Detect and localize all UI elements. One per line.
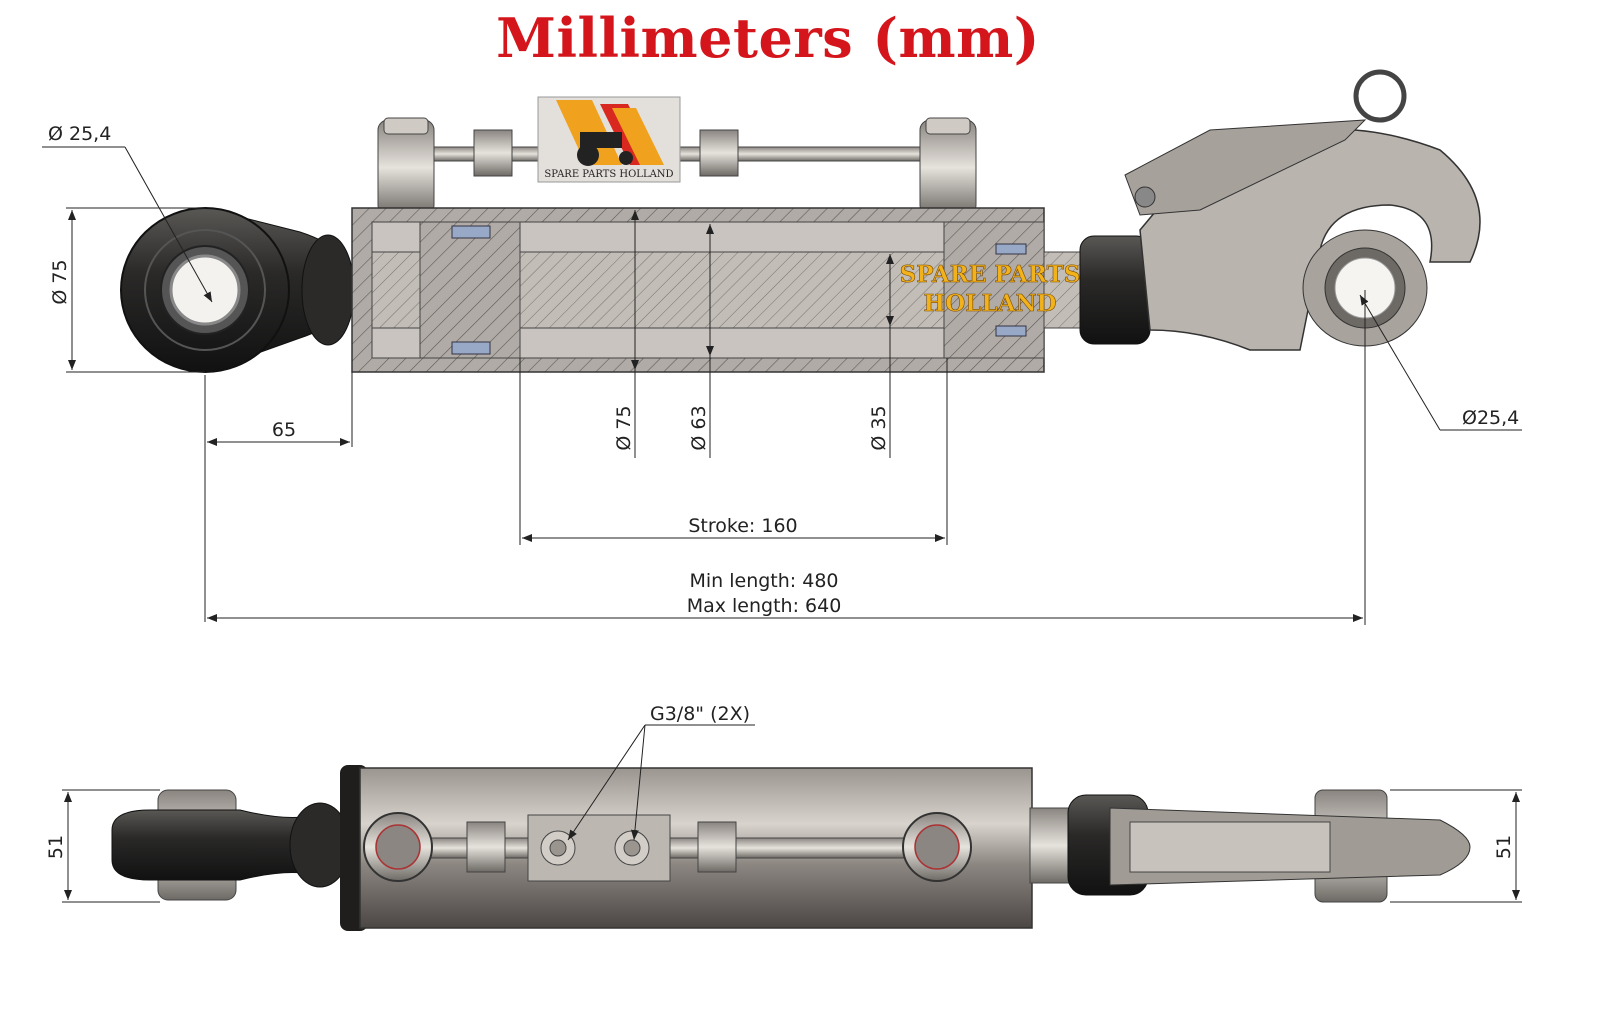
dim-max-length-label: Max length: 640 <box>687 595 842 617</box>
dim-width-left: 51 <box>45 789 160 903</box>
watermark-line-1: SPARE PARTS <box>900 261 1081 288</box>
bottom-left-joint <box>111 789 351 901</box>
dim-width-right-label: 51 <box>1493 835 1515 859</box>
cylinder-section <box>351 207 1083 373</box>
watermark-line-2: HOLLAND <box>924 290 1057 317</box>
bottom-view: G3/8" (2X) 51 51 <box>45 703 1522 931</box>
bottom-cylinder <box>340 765 1071 931</box>
dim-port: G3/8" (2X) <box>567 703 755 841</box>
dim-bores: Ø 75 Ø 63 Ø 35 <box>613 210 894 458</box>
dim-eye-height: Ø 75 <box>49 207 205 373</box>
dim-offset-label: 65 <box>272 419 296 441</box>
dim-eye-left: Ø 25,4 <box>42 123 213 303</box>
hook-end <box>1079 69 1481 351</box>
bottom-hook <box>1067 789 1471 903</box>
dim-offset: 65 <box>204 372 353 622</box>
dim-stroke-label: Stroke: 160 <box>688 515 797 537</box>
dim-eye-right-label: Ø25,4 <box>1462 407 1519 429</box>
dim-length: Min length: 480 Max length: 640 <box>207 290 1366 625</box>
logo-text: SPARE PARTS HOLLAND <box>544 169 673 180</box>
dim-eye-left-label: Ø 25,4 <box>48 123 111 145</box>
top-view: SPARE PARTS HOLLAND <box>42 69 1522 625</box>
dim-rod-label: Ø 35 <box>868 405 890 450</box>
brand-logo: SPARE PARTS HOLLAND <box>537 96 681 183</box>
dim-bore-outer-label: Ø 75 <box>613 405 635 450</box>
dim-stroke: Stroke: 160 <box>519 358 948 545</box>
dim-port-label: G3/8" (2X) <box>650 703 750 725</box>
dim-min-length-label: Min length: 480 <box>689 570 838 592</box>
page-title: Millimeters (mm) <box>496 6 1040 70</box>
dim-width-right: 51 <box>1390 789 1522 903</box>
dim-eye-right: Ø25,4 <box>1359 294 1522 431</box>
dim-bore-inner-label: Ø 63 <box>688 405 710 450</box>
dim-eye-height-label: Ø 75 <box>49 259 71 304</box>
left-ball-joint <box>120 207 355 373</box>
dim-width-left-label: 51 <box>45 835 67 859</box>
